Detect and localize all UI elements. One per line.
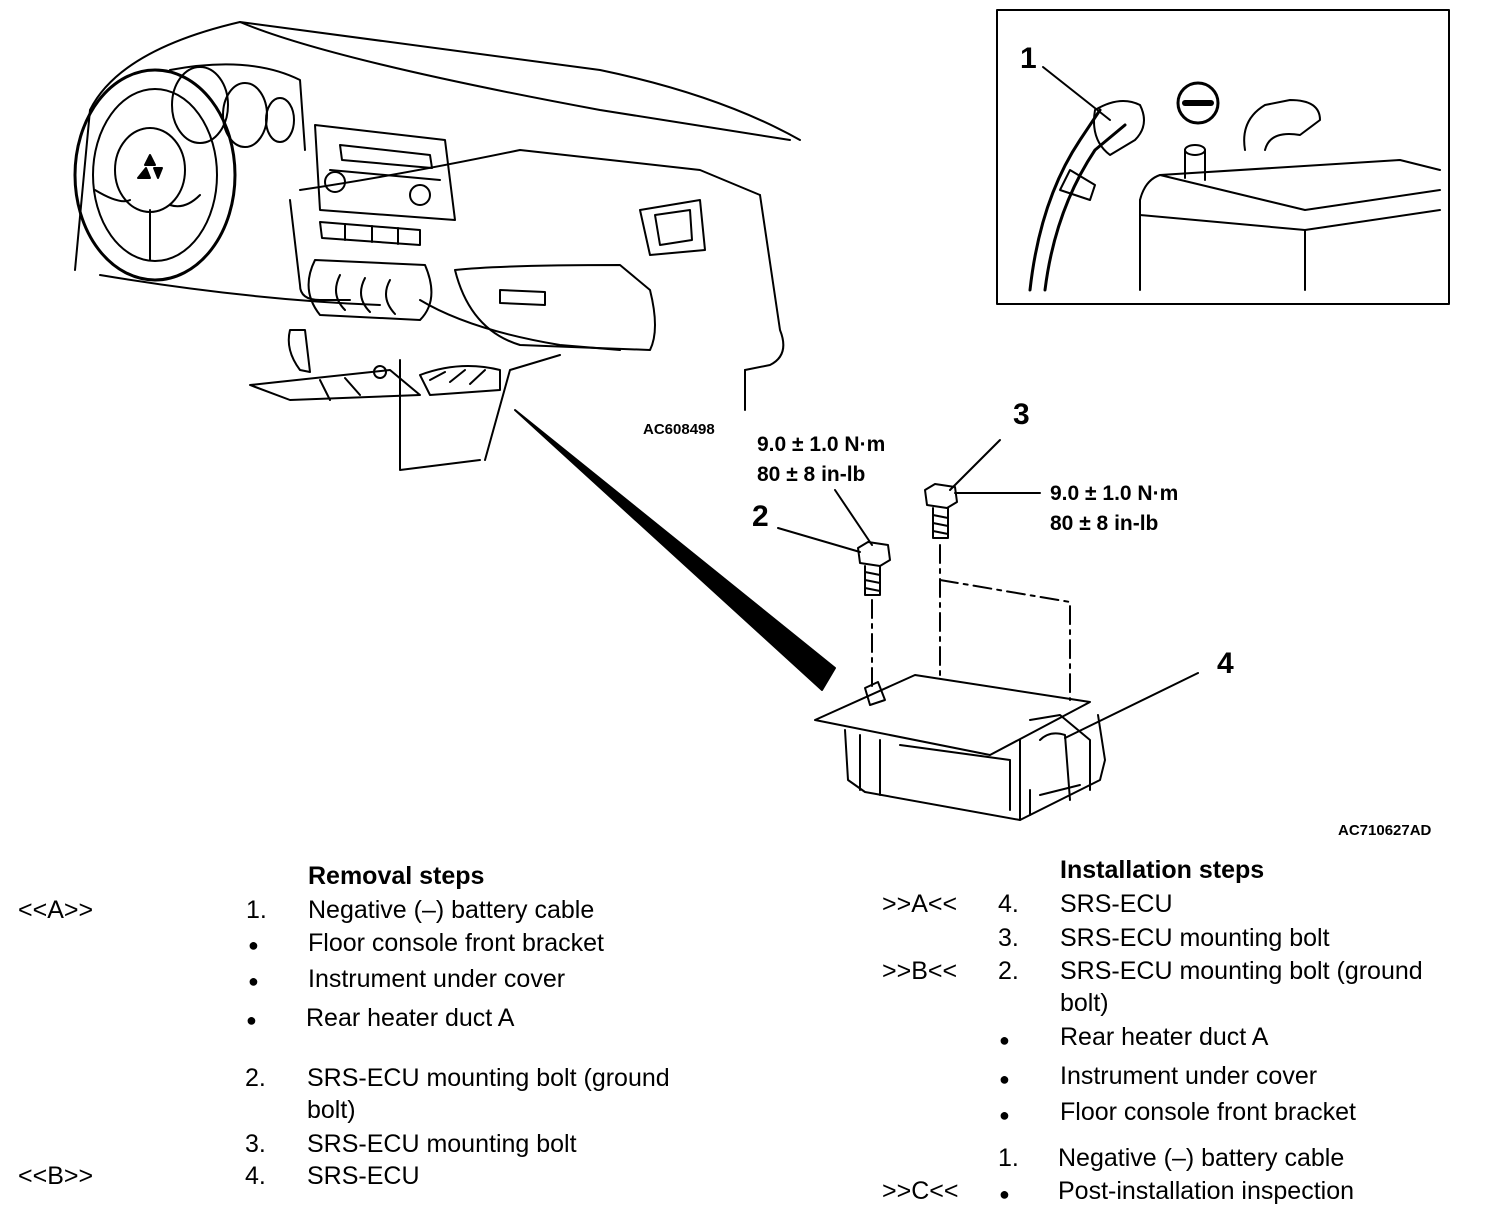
installation-step: Instrument under cover <box>1060 1062 1318 1090</box>
callout-3: 3 <box>1013 398 1030 431</box>
installation-marker: >>A<< <box>882 890 958 918</box>
installation-step-cont: bolt) <box>1060 989 1109 1017</box>
removal-bullet: ● <box>248 971 259 991</box>
pointer-wedge <box>514 409 836 691</box>
installation-title: Installation steps <box>1060 856 1265 884</box>
installation-num: 1. <box>998 1144 1019 1172</box>
figure-code-main: AC710627AD <box>1338 822 1432 839</box>
removal-step: Rear heater duct A <box>306 1004 515 1032</box>
removal-title: Removal steps <box>308 862 485 890</box>
removal-num: 3. <box>245 1130 266 1158</box>
removal-bullet: ● <box>246 1010 257 1030</box>
installation-step: Rear heater duct A <box>1060 1023 1269 1051</box>
installation-bullet: ● <box>999 1069 1010 1089</box>
removal-step: Negative (–) battery cable <box>308 896 595 924</box>
torque-spec-bolt-3: 9.0 ± 1.0 N·m 80 ± 8 in-lb <box>1050 479 1178 539</box>
installation-step: SRS-ECU <box>1060 890 1173 918</box>
figure-code-dashboard: AC608498 <box>643 421 715 438</box>
removal-num: 2. <box>245 1064 266 1092</box>
callout-2: 2 <box>752 500 769 533</box>
removal-step-cont: bolt) <box>307 1096 356 1124</box>
installation-step: SRS-ECU mounting bolt (ground <box>1060 957 1423 985</box>
installation-step: Negative (–) battery cable <box>1058 1144 1345 1172</box>
callout-1: 1 <box>1020 42 1037 75</box>
removal-step: SRS-ECU mounting bolt <box>307 1130 577 1158</box>
torque-nm: 9.0 ± 1.0 N·m <box>757 433 886 456</box>
bolt-2-drawing <box>777 489 891 691</box>
removal-num: 1. <box>246 896 267 924</box>
removal-step: Floor console front bracket <box>308 929 604 957</box>
callout-4: 4 <box>1217 647 1234 680</box>
installation-step: SRS-ECU mounting bolt <box>1060 924 1330 952</box>
removal-step: SRS-ECU <box>307 1162 420 1190</box>
installation-num: 3. <box>998 924 1019 952</box>
installation-step: Post-installation inspection <box>1058 1177 1354 1205</box>
removal-step: Instrument under cover <box>308 965 566 993</box>
installation-bullet: ● <box>999 1184 1010 1204</box>
installation-bullet: ● <box>999 1030 1010 1050</box>
installation-num: 4. <box>998 890 1019 918</box>
installation-marker: >>C<< <box>882 1177 959 1205</box>
torque-inlb: 80 ± 8 in-lb <box>1050 512 1159 535</box>
installation-num: 2. <box>998 957 1019 985</box>
srs-ecu-drawing <box>814 672 1199 821</box>
installation-step: Floor console front bracket <box>1060 1098 1356 1126</box>
steering-wheel-drawing <box>73 63 306 282</box>
removal-marker: <<A>> <box>18 896 94 924</box>
battery-inset-drawing <box>1028 99 1441 292</box>
bolt-3-drawing <box>924 439 1071 701</box>
removal-marker: <<B>> <box>18 1162 94 1190</box>
minus-icon <box>1176 81 1220 125</box>
removal-step: SRS-ECU mounting bolt (ground <box>307 1064 670 1092</box>
removal-bullet: ● <box>248 935 259 955</box>
torque-spec-bolt-2: 9.0 ± 1.0 N·m 80 ± 8 in-lb <box>757 430 885 490</box>
dashboard-drawing <box>74 21 801 471</box>
installation-bullet: ● <box>999 1105 1010 1125</box>
battery-inset-frame <box>996 9 1450 305</box>
removal-num: 4. <box>245 1162 266 1190</box>
installation-marker: >>B<< <box>882 957 958 985</box>
torque-nm: 9.0 ± 1.0 N·m <box>1050 482 1179 505</box>
torque-inlb: 80 ± 8 in-lb <box>757 463 866 486</box>
